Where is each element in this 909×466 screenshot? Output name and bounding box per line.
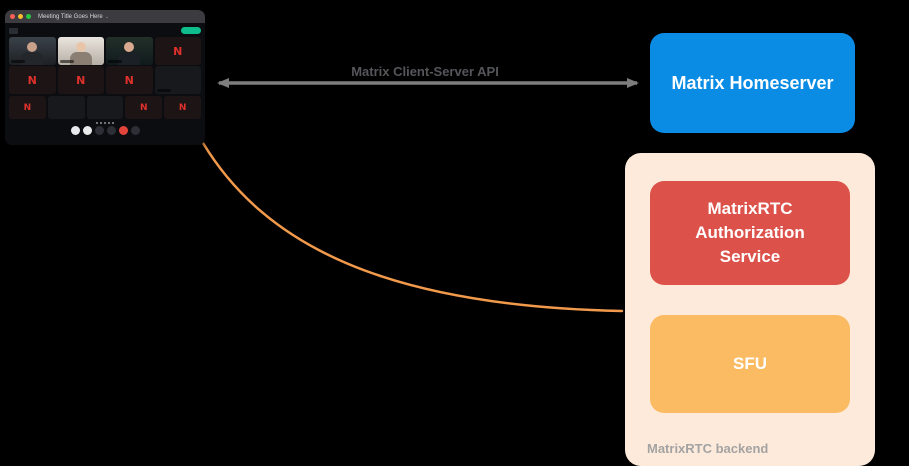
backend-caption: MatrixRTC backend [647, 441, 769, 456]
video-tile-n-logo: N [125, 96, 163, 119]
video-grid-row-2: N N N [9, 66, 201, 94]
sfu-box: SFU [650, 315, 850, 413]
layout-grid-icon[interactable] [9, 27, 18, 34]
page-dot [100, 122, 102, 124]
hangup-button[interactable] [118, 126, 128, 135]
n-logo: N [76, 73, 86, 87]
more-options-button[interactable] [106, 126, 116, 135]
sfu-label: SFU [733, 354, 767, 373]
participant-name-badge [11, 60, 25, 63]
page-dot [112, 122, 114, 124]
minimize-window-button[interactable] [18, 14, 23, 19]
call-app-body: N N N N N [5, 23, 205, 145]
matrixrtc-backend-container: MatrixRTC Authorization Service SFU Matr… [625, 153, 875, 466]
meeting-title-text: Meeting Title Goes Here [38, 13, 103, 20]
video-tile-empty [154, 66, 201, 94]
maximize-window-button[interactable] [26, 14, 31, 19]
n-logo: N [173, 44, 183, 58]
page-dot [96, 122, 98, 124]
video-tile-participant-2 [57, 37, 104, 65]
matrix-homeserver-label: Matrix Homeserver [671, 72, 834, 93]
video-grid-row-3: N N N [9, 96, 201, 119]
video-tile-n-logo: N [154, 37, 201, 65]
page-dot [104, 122, 106, 124]
mic-button[interactable] [70, 126, 80, 135]
arrow-label: Matrix Client-Server API [351, 64, 499, 79]
participant-name-badge [156, 89, 171, 92]
n-logo: N [140, 102, 148, 113]
video-grid-row-1: N [9, 37, 201, 65]
n-logo: N [124, 73, 134, 87]
video-tile-n-logo: N [164, 96, 201, 119]
camera-button[interactable] [82, 126, 92, 135]
screenshare-button[interactable] [94, 126, 104, 135]
video-tile-participant-1 [9, 37, 56, 65]
video-tile-empty [86, 96, 124, 119]
video-tile-n-logo: N [9, 66, 56, 94]
participant-name-badge [108, 60, 122, 63]
n-logo: N [27, 73, 37, 87]
video-tile-empty [47, 96, 85, 119]
chat-button[interactable] [130, 126, 140, 135]
matrix-homeserver-box: Matrix Homeserver [650, 33, 855, 133]
auth-service-box: MatrixRTC Authorization Service [650, 181, 850, 285]
n-logo: N [23, 102, 32, 113]
call-to-backend-curve [201, 141, 624, 313]
auth-service-label: MatrixRTC Authorization Service [695, 199, 805, 266]
video-tile-n-logo: N [106, 66, 153, 94]
pagination-dots [9, 122, 201, 124]
window-title: Meeting Title Goes Here ⌄ [38, 14, 109, 20]
page-dot [108, 122, 110, 124]
video-tile-participant-3 [106, 37, 153, 65]
video-tile-n-logo: N [57, 66, 104, 94]
browser-titlebar: Meeting Title Goes Here ⌄ [5, 10, 205, 23]
chevron-down-icon: ⌄ [104, 13, 109, 20]
n-logo: N [178, 102, 187, 113]
participant-name-badge [59, 60, 74, 63]
close-window-button[interactable] [10, 14, 15, 19]
call-app-header [9, 25, 201, 36]
video-tile-n-logo: N [9, 96, 46, 119]
video-call-window: Meeting Title Goes Here ⌄ N N [5, 10, 205, 145]
green-action-button[interactable] [181, 27, 201, 34]
call-controls [9, 126, 201, 135]
